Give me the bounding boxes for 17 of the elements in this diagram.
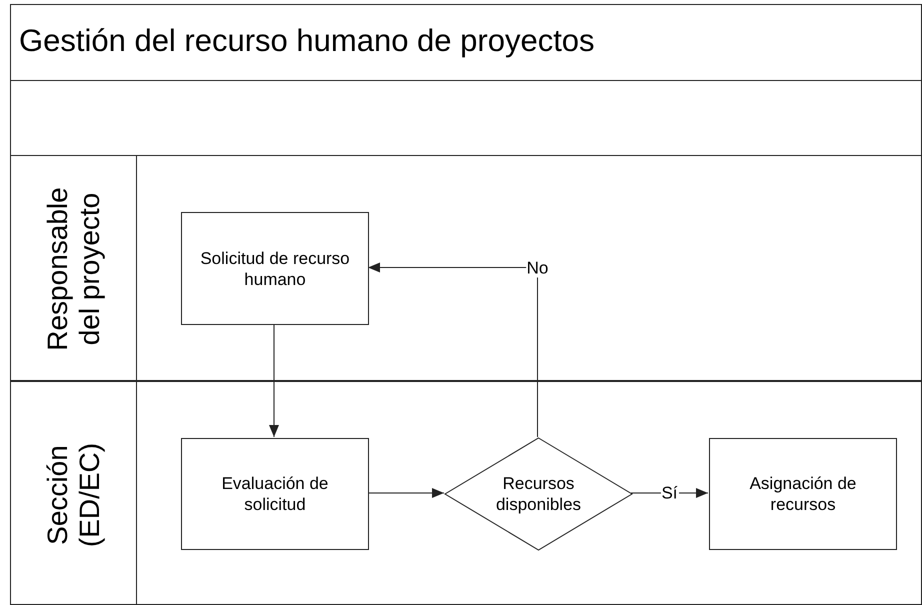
- lane-label: Sección (ED/EC): [42, 442, 106, 550]
- decision-label: Recursos disponibles: [494, 473, 582, 515]
- arrow: [269, 324, 279, 438]
- arrow: [630, 488, 708, 498]
- decision-diamond: [445, 438, 632, 550]
- arrow: [368, 488, 444, 498]
- process-label: Solicitud de recurso humano: [200, 248, 350, 290]
- process-box: [709, 438, 897, 550]
- process-box: [181, 212, 369, 325]
- swimlane: [10, 381, 922, 605]
- arrow: [368, 262, 538, 438]
- process-label: Asignación de recursos: [748, 473, 858, 515]
- swimlane: [10, 155, 922, 381]
- lane-label: Responsable del proyecto: [42, 186, 106, 353]
- diagram-title: Gestión del recurso humano de proyectos: [19, 23, 595, 59]
- process-label: Evaluación de solicitud: [220, 473, 330, 515]
- process-box: [181, 438, 369, 550]
